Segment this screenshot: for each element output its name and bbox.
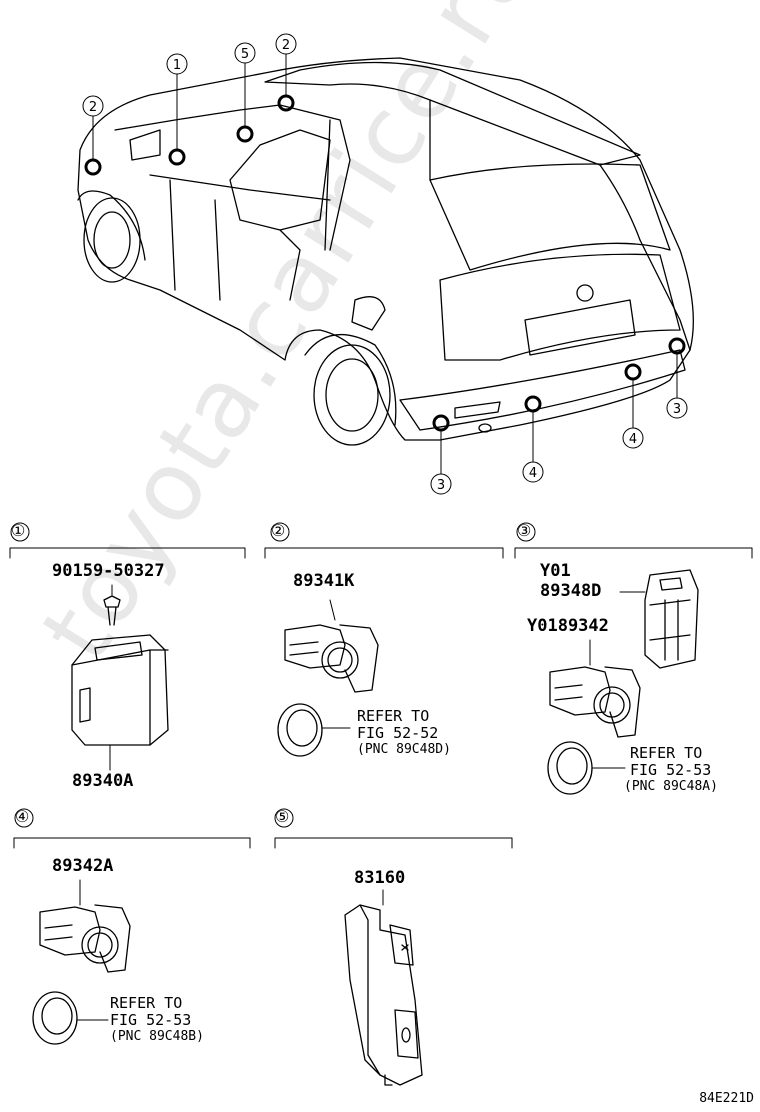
callout-4-a: 4 [629, 432, 637, 447]
section-3-number: ③ [517, 521, 532, 540]
refer-note-2[interactable]: REFER TO FIG 52-52 (PNC 89C48D) [357, 707, 451, 757]
section-5-number: ⑤ [275, 807, 290, 826]
section-1-number: ① [11, 521, 26, 540]
callout-5: 5 [241, 47, 249, 62]
diagram-code: 84E221D [699, 1091, 754, 1106]
sensor-location-4-right [624, 363, 642, 381]
leader-lines [92, 53, 678, 475]
refer-line-2: FIG 52-53 [630, 761, 712, 780]
part-number-90159-50327[interactable]: 90159-50327 [52, 561, 165, 581]
sensor-location-5 [236, 125, 254, 143]
callout-2-b: 2 [282, 38, 290, 53]
callout-circles [82, 33, 688, 495]
sensor-location-2-rear [277, 94, 295, 112]
retainer-ring-3 [547, 741, 626, 795]
sensor-location-2-front [84, 158, 102, 176]
refer-note-3[interactable]: REFER TO FIG 52-53 (PNC 89C48A) [624, 744, 718, 794]
callout-3-a: 3 [673, 402, 681, 417]
section-brackets [9, 547, 753, 849]
part-number-Y0189342[interactable]: Y0189342 [527, 616, 609, 636]
part-number-Y01[interactable]: Y01 [540, 561, 571, 581]
car-body [77, 57, 694, 446]
refer-line-3: (PNC 89C48A) [624, 778, 718, 794]
refer-line-3: (PNC 89C48D) [357, 741, 451, 757]
refer-line-1: REFER TO [630, 744, 703, 762]
part-Y0189342-sensor [549, 639, 641, 738]
refer-line-1: REFER TO [110, 994, 183, 1012]
retainer-ring-2 [277, 703, 351, 757]
section-circles [10, 522, 536, 828]
part-89342A-sensor [39, 879, 131, 973]
sensor-location-1 [168, 148, 186, 166]
sensor-location-4-left [524, 395, 542, 413]
sensor-locations [84, 94, 686, 432]
part-number-89342A[interactable]: 89342A [52, 856, 114, 876]
callout-3-b: 3 [437, 478, 445, 493]
callout-1: 1 [173, 58, 181, 73]
part-89341K-sensor [284, 599, 379, 693]
refer-line-2: FIG 52-52 [357, 724, 439, 743]
refer-line-2: FIG 52-53 [110, 1011, 192, 1030]
part-90159-bolt [103, 584, 121, 626]
part-83160-switch [344, 889, 423, 1086]
refer-line-3: (PNC 89C48B) [110, 1028, 204, 1044]
callout-4-b: 4 [529, 466, 537, 481]
part-number-89341K[interactable]: 89341K [293, 571, 355, 591]
callout-digits: 2 1 5 2 3 4 4 3 [89, 38, 681, 493]
part-89348D-bracket [619, 569, 699, 669]
part-89340A-ecu [71, 634, 169, 771]
refer-note-4[interactable]: REFER TO FIG 52-53 (PNC 89C48B) [110, 994, 204, 1044]
retainer-ring-4 [32, 991, 109, 1045]
section-4-number: ④ [15, 807, 30, 826]
section-2-number: ② [271, 521, 286, 540]
sensor-location-3-left [432, 414, 450, 432]
part-number-83160[interactable]: 83160 [354, 868, 406, 888]
refer-line-1: REFER TO [357, 707, 430, 725]
callout-2-a: 2 [89, 100, 97, 115]
part-number-89348D[interactable]: 89348D [540, 581, 602, 601]
part-number-89340A[interactable]: 89340A [72, 771, 134, 791]
